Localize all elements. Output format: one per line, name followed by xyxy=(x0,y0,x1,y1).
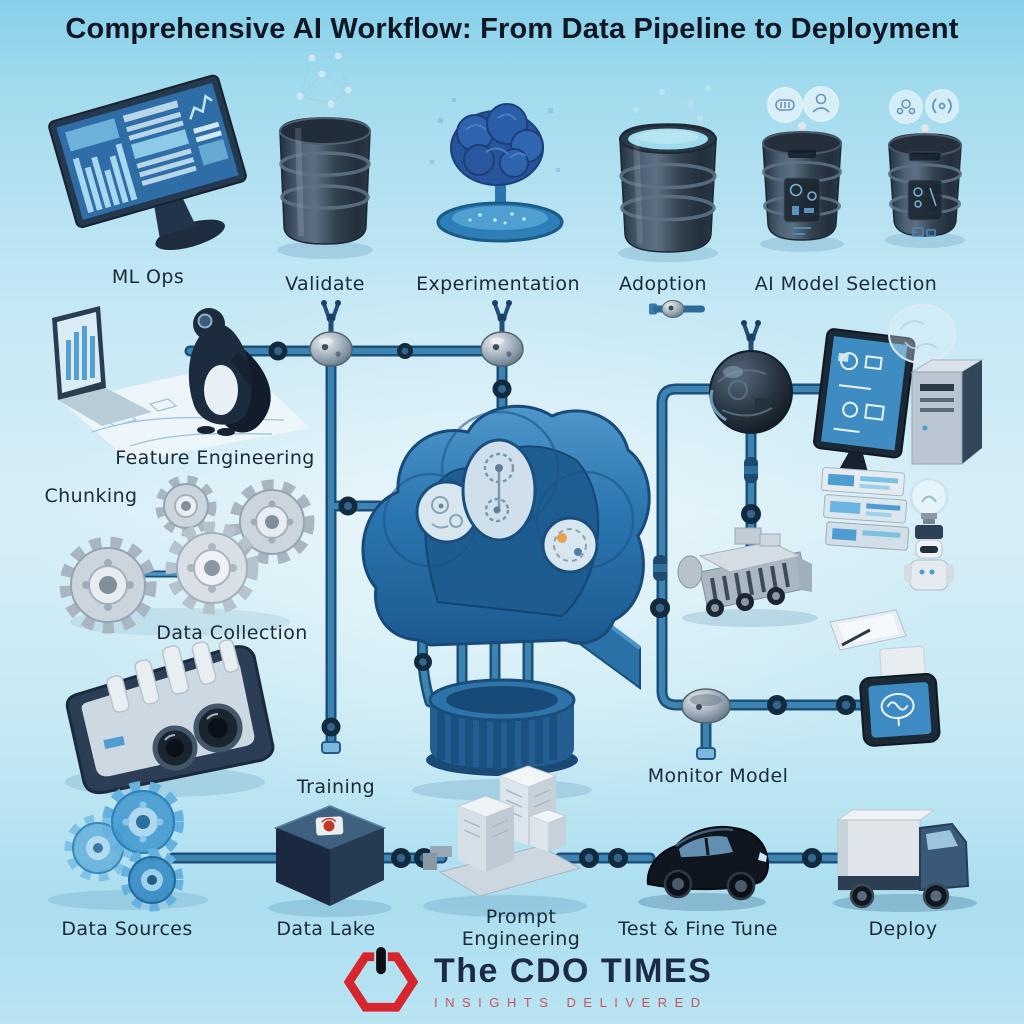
label-data-sources: Data Sources xyxy=(61,918,193,940)
valve-stem-icon xyxy=(321,300,341,336)
valve-icon xyxy=(309,331,353,367)
drawing-tablet-illustration xyxy=(829,609,907,651)
label-prompt-engineering: Prompt Engineering xyxy=(461,906,581,951)
gear-icon xyxy=(229,479,315,565)
label-test-fine-tune: Test & Fine Tune xyxy=(618,918,778,940)
monitor-model-screen-illustration xyxy=(859,645,941,747)
label-feature-engineering: Feature Engineering xyxy=(115,447,315,469)
pipeline-network xyxy=(128,351,866,858)
central-cloud-illustration xyxy=(361,404,651,801)
gear-icon xyxy=(102,781,184,863)
valve-stem-icon xyxy=(741,320,761,358)
deploy-truck-illustration xyxy=(833,809,977,912)
data-sources-gears-illustration xyxy=(48,781,208,912)
label-training: Training xyxy=(296,776,376,798)
pipe-cap xyxy=(696,747,716,760)
label-monitor-model: Monitor Model xyxy=(647,765,789,787)
validate-barrel-illustration xyxy=(277,52,373,259)
label-data-lake: Data Lake xyxy=(276,918,376,940)
valve-icon xyxy=(681,688,731,724)
server-rack-illustration xyxy=(820,467,910,551)
brand-tagline: INSIGHTS DELIVERED xyxy=(434,995,708,1010)
pipe-valves xyxy=(309,300,761,724)
label-adoption: Adoption xyxy=(618,273,708,295)
gear-icon xyxy=(120,848,184,912)
valve-icon xyxy=(480,331,524,367)
label-deploy: Deploy xyxy=(868,918,938,940)
adoption-barrel-illustration xyxy=(618,85,718,262)
cdo-times-logo: The CDO TIMES INSIGHTS DELIVERED xyxy=(344,946,712,1018)
data-collection-tray-illustration xyxy=(65,639,275,797)
ml-ops-monitor-illustration xyxy=(48,74,247,251)
feature-engineering-illustration xyxy=(52,306,310,462)
pipe-sleeve xyxy=(744,457,758,483)
page-title: Comprehensive AI Workflow: From Data Pip… xyxy=(65,13,959,45)
label-experimentation: Experimentation xyxy=(416,273,580,295)
brand-name: The CDO TIMES xyxy=(434,952,713,990)
adoption-valve-icon xyxy=(649,300,705,318)
label-validate: Validate xyxy=(285,273,365,295)
gear-icon xyxy=(59,536,157,634)
server-brain-illustration xyxy=(888,304,984,465)
robot-illustration xyxy=(904,539,954,591)
cdo-times-power-hexagon-icon xyxy=(344,946,418,1012)
experimentation-brain-illustration xyxy=(430,98,564,243)
ai-model-selection-barrels-illustration xyxy=(760,86,965,252)
label-chunking: Chunking xyxy=(44,485,138,507)
label-ml-ops: ML Ops xyxy=(111,266,185,288)
pipe-sleeve xyxy=(653,555,667,581)
label-data-collection: Data Collection xyxy=(156,622,308,644)
data-lake-cube-illustration xyxy=(268,805,392,917)
prompt-engineering-blocks-illustration xyxy=(423,765,587,917)
machine-vehicle-illustration xyxy=(677,527,818,627)
label-ai-model-selection: AI Model Selection xyxy=(754,273,938,295)
ai-globe-illustration xyxy=(709,350,793,434)
valve-stem-icon xyxy=(492,300,512,336)
gear-icon xyxy=(165,521,259,615)
chunking-gears-illustration xyxy=(59,475,315,636)
test-fine-tune-car-illustration xyxy=(638,826,769,911)
light-bulb-icon xyxy=(909,477,949,539)
model-screen-illustration xyxy=(813,328,916,472)
cdo-times-wordmark: The CDO TIMES INSIGHTS DELIVERED xyxy=(434,954,712,1010)
pipe-cap xyxy=(321,741,341,754)
